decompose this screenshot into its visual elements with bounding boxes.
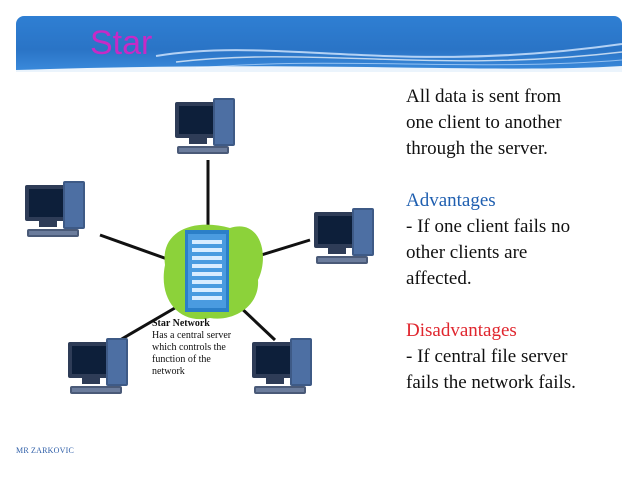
advantages-line: affected. [406,268,472,289]
disadvantages-line: fails the network fails. [406,372,576,393]
caption-line: which controls the [152,342,226,353]
client-computer-left [25,181,85,237]
client-computer-top [175,98,235,154]
diagram-caption: Star Network Has a central server which … [152,318,262,378]
intro-line: through the server. [406,138,548,159]
disadvantages-heading: Disadvantages [406,320,517,341]
caption-title: Star Network [152,318,210,329]
slide-body-text: All data is sent from one client to anot… [406,84,626,396]
server-icon [185,230,229,312]
title-banner [16,16,622,72]
caption-line: network [152,366,185,377]
caption-line: Has a central server [152,330,232,341]
slide-title: Star [90,24,153,62]
advantages-line: - If one client fails no [406,216,571,237]
central-server [163,224,263,320]
caption-line: function of the [152,354,211,365]
advantages-heading: Advantages [406,190,496,211]
banner-wave-decoration [16,43,622,72]
disadvantages-line: - If central file server [406,346,568,367]
intro-line: All data is sent from [406,86,562,107]
network-links [99,160,311,342]
footer-author: MR ZARKOVIC [16,446,74,455]
advantages-line: other clients are [406,242,528,263]
intro-line: one client to another [406,112,562,133]
client-computer-bottom-left [68,338,128,394]
star-network-diagram [25,98,374,394]
client-computer-right [314,208,374,264]
